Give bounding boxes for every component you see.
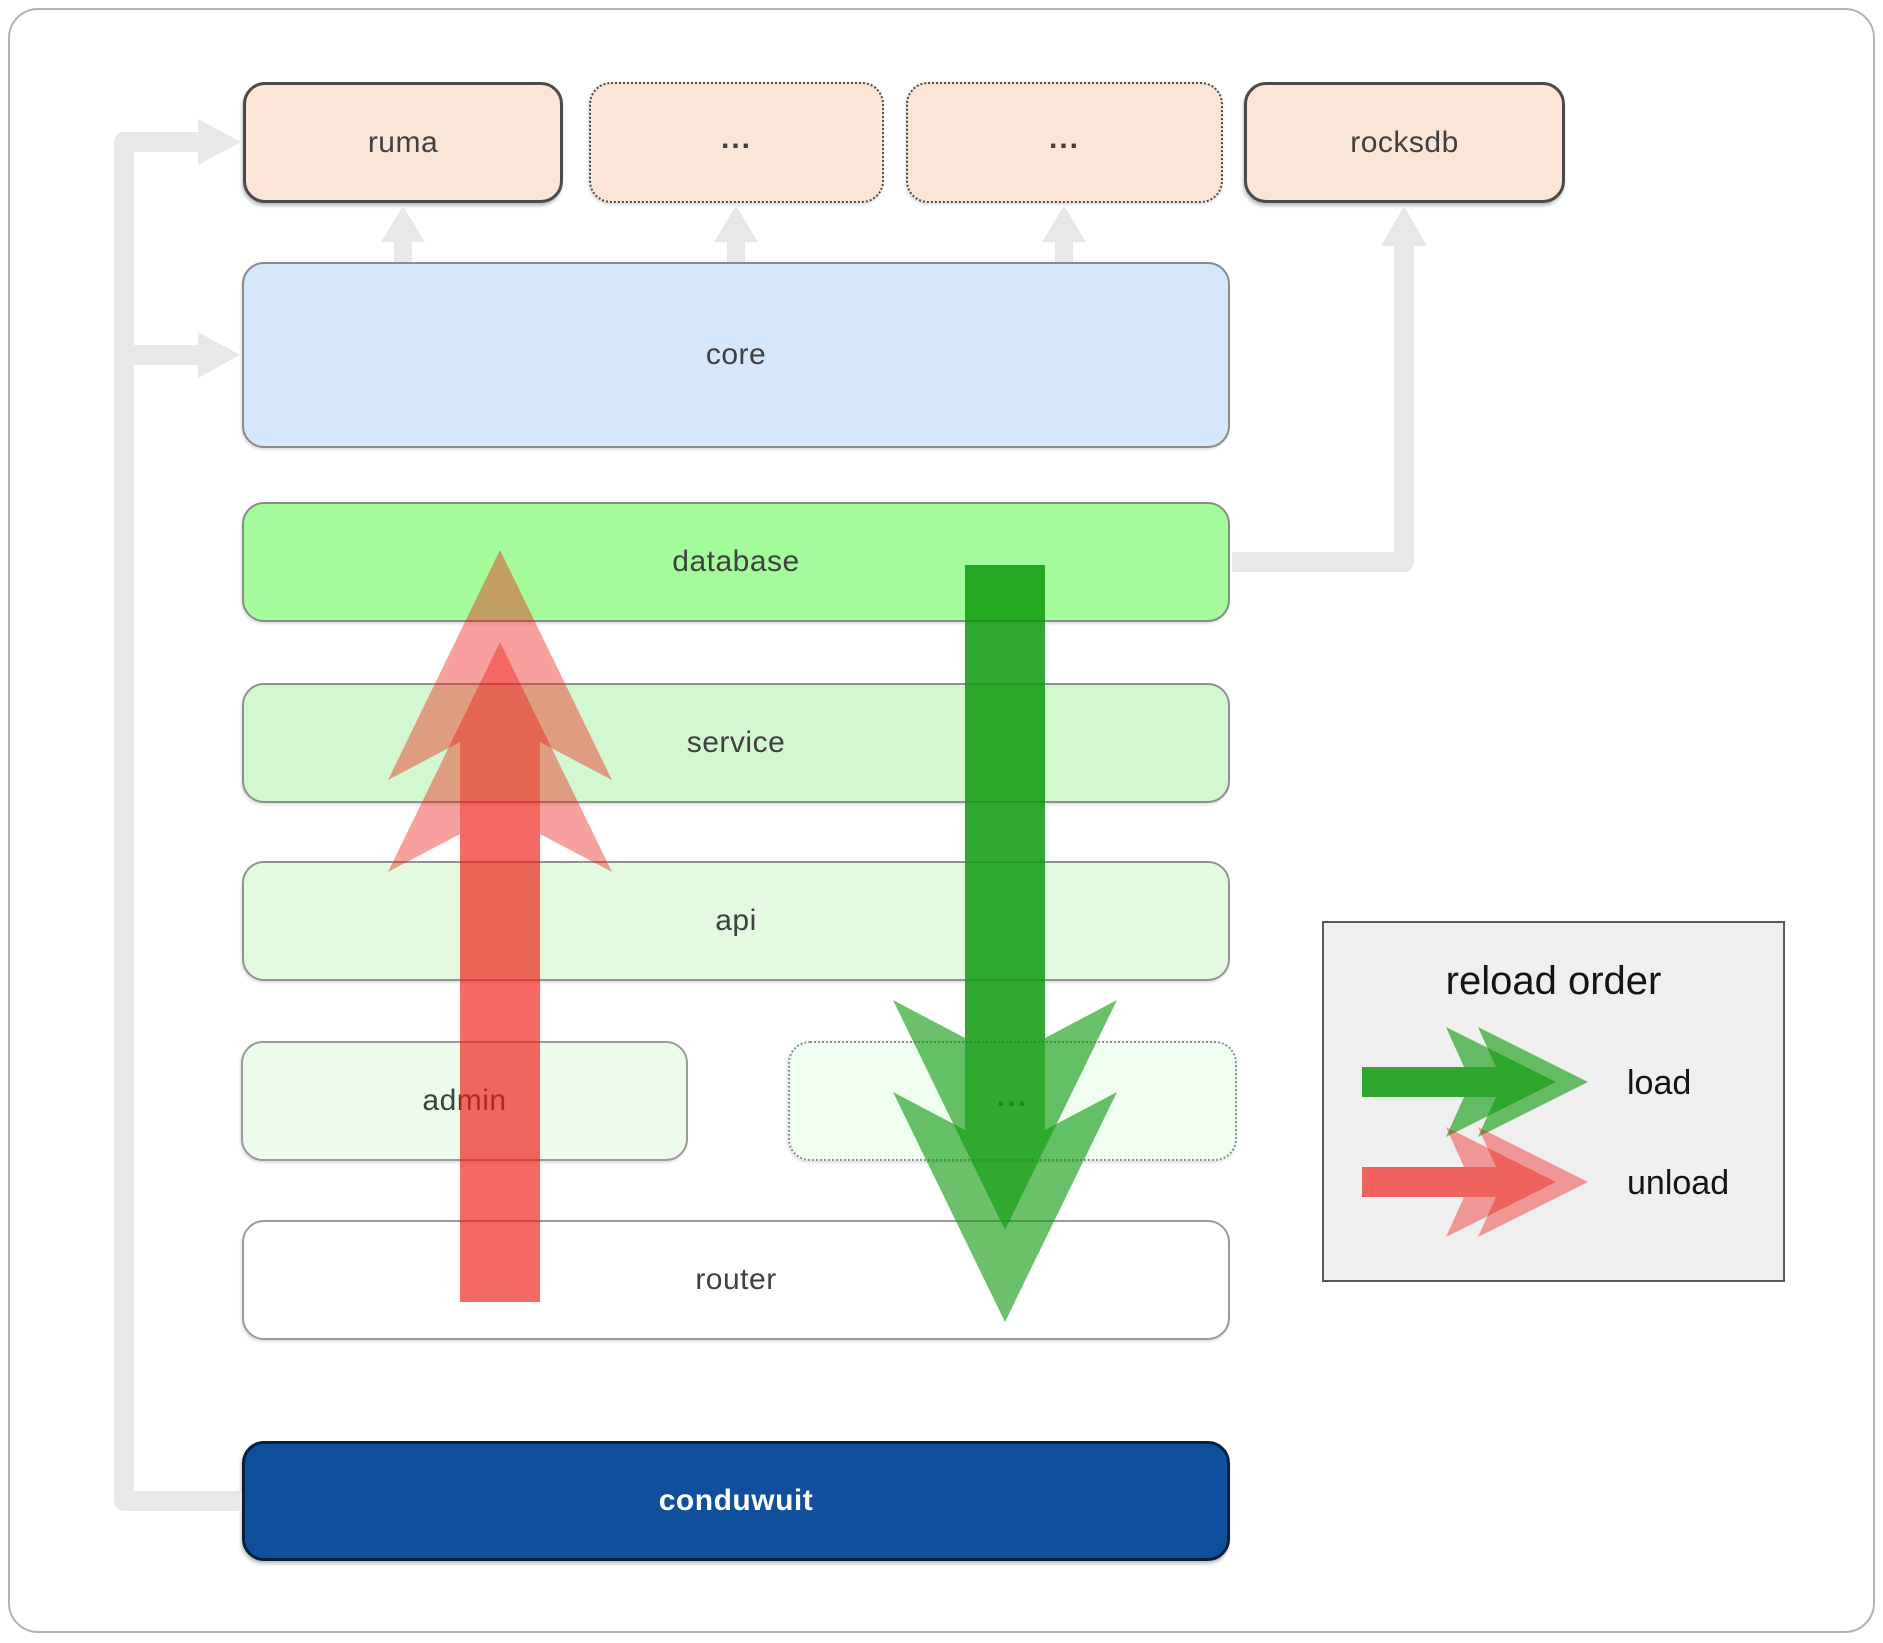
box-core: core — [242, 262, 1230, 448]
box-admin: admin — [241, 1041, 688, 1161]
legend-panel: reload order load unload — [1322, 921, 1785, 1282]
box-service: service — [242, 683, 1230, 803]
ellipsis-2-label: ... — [1048, 121, 1080, 155]
admin-label: admin — [422, 1084, 507, 1117]
legend-load-label: load — [1627, 1064, 1692, 1102]
box-api: api — [242, 861, 1230, 981]
database-label: database — [672, 545, 800, 578]
service-label: service — [686, 726, 786, 759]
legend-title: reload order — [1445, 959, 1662, 1003]
box-router: router — [242, 1220, 1230, 1340]
ruma-label: ruma — [367, 125, 439, 159]
box-ruma: ruma — [243, 82, 563, 203]
box-ellipsis-2: ... — [906, 82, 1223, 203]
box-admin-ellipsis: ... — [788, 1041, 1237, 1161]
admin-ellipsis-label: ... — [996, 1080, 1028, 1113]
ellipsis-1-label: ... — [720, 121, 752, 155]
box-rocksdb: rocksdb — [1244, 82, 1565, 203]
conduwuit-label: conduwuit — [658, 1484, 814, 1517]
router-label: router — [695, 1263, 777, 1296]
legend-unload-label: unload — [1627, 1164, 1730, 1202]
box-database: database — [242, 502, 1230, 622]
core-label: core — [705, 338, 767, 371]
api-label: api — [715, 904, 757, 937]
diagram-outer-frame — [8, 8, 1875, 1633]
box-conduwuit: conduwuit — [242, 1441, 1230, 1561]
box-ellipsis-1: ... — [589, 82, 884, 203]
rocksdb-label: rocksdb — [1350, 125, 1459, 159]
